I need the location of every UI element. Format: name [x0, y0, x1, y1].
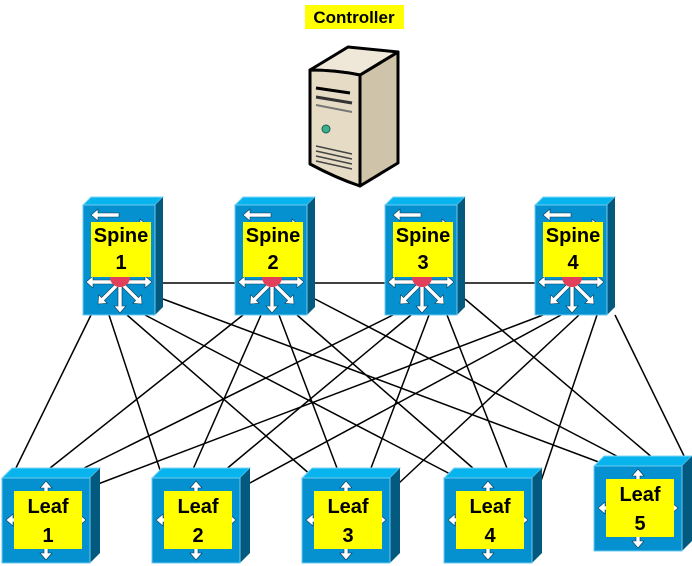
leaf-label-name: Leaf	[327, 496, 368, 518]
spine-label-name: Spine	[246, 225, 300, 247]
leaf-label-number: 5	[634, 513, 645, 535]
link-spine1-leaf1	[11, 314, 92, 477]
links-layer	[11, 282, 689, 485]
spine-label-name: Spine	[396, 225, 450, 247]
link-spine3-leaf4	[446, 314, 511, 477]
leaf-label-number: 4	[484, 525, 496, 547]
link-spine3-leaf1	[67, 314, 394, 477]
spine-switch-3[interactable]: Spine 3	[383, 196, 467, 316]
link-spine4-leaf2	[247, 314, 562, 485]
spine-label-name: Spine	[94, 225, 148, 247]
leaf-label-number: 3	[342, 525, 353, 547]
leaf-label-name: Leaf	[177, 496, 218, 518]
link-spine4-leaf3	[397, 314, 580, 485]
spine-switch-2[interactable]: Spine 2	[233, 196, 317, 316]
leaf-label-bg	[606, 479, 674, 537]
arrow-left-icon	[392, 208, 422, 222]
spine-layer: Spine 1 Spine 2 Spine 3 Spine 4	[81, 196, 617, 316]
link-spine1-leaf5	[162, 298, 605, 465]
leaf-switch-2[interactable]: Leaf 2	[150, 467, 252, 564]
link-spine2-leaf1	[39, 314, 244, 477]
link-spine1-leaf2	[108, 314, 163, 477]
controller-node[interactable]: Controller	[305, 5, 404, 188]
link-spine3-leaf2	[217, 314, 412, 477]
link-spine4-leaf5	[614, 314, 689, 465]
link-spine2-leaf3	[278, 314, 341, 477]
controller-label-bg	[305, 5, 404, 29]
arrow-left-icon	[90, 208, 120, 222]
spine-label-number: 2	[267, 252, 278, 274]
leaf-switch-5[interactable]: Leaf 5	[592, 455, 692, 552]
link-spine3-leaf3	[367, 314, 430, 477]
leaf-label-bg	[314, 491, 382, 549]
leaf-switch-3[interactable]: Leaf 3	[300, 467, 402, 564]
leaf-label-number: 2	[192, 525, 203, 547]
spine-label-number: 1	[115, 252, 126, 274]
leaf-layer: Leaf 1 Leaf 2 Leaf 3 Leaf 4 Leaf 5	[0, 455, 692, 564]
leaf-label-number: 1	[42, 525, 53, 547]
arrow-left-icon	[242, 208, 272, 222]
leaf-switch-4[interactable]: Leaf 4	[442, 467, 544, 564]
leaf-label-name: Leaf	[619, 484, 660, 506]
link-spine4-leaf1	[97, 314, 544, 485]
leaf-label-name: Leaf	[469, 496, 510, 518]
spine-label-name: Spine	[546, 225, 600, 247]
link-spine3-leaf5	[464, 298, 661, 465]
leaf-switch-1[interactable]: Leaf 1	[0, 467, 102, 564]
spine-label-number: 4	[567, 252, 579, 274]
link-spine2-leaf2	[189, 314, 262, 477]
link-spine2-leaf4	[296, 314, 483, 477]
arrow-left-icon	[542, 208, 572, 222]
spine-switch-4[interactable]: Spine 4	[533, 196, 617, 316]
link-spine4-leaf4	[539, 314, 598, 485]
link-spine1-leaf4	[144, 314, 455, 477]
leaf-label-bg	[456, 491, 524, 549]
spine-label-number: 3	[417, 252, 428, 274]
spine-switch-1[interactable]: Spine 1	[81, 196, 165, 316]
link-spine1-leaf3	[126, 314, 313, 477]
server-tower-icon	[308, 45, 400, 188]
controller-label: Controller	[313, 8, 395, 27]
leaf-label-bg	[164, 491, 232, 549]
leaf-label-bg	[14, 491, 82, 549]
leaf-label-name: Leaf	[27, 496, 68, 518]
